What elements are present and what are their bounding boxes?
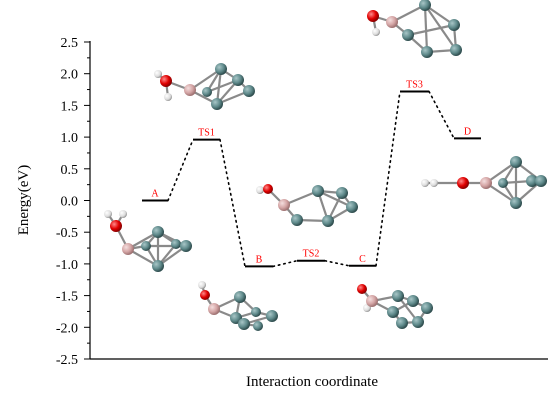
- hydrogen-atom: [421, 179, 429, 187]
- cage-atom: [171, 239, 181, 249]
- y-tick-label: -2.0: [56, 321, 78, 336]
- hydrogen-atom: [154, 70, 162, 78]
- connector-line: [219, 138, 246, 268]
- connector-lines: [167, 90, 455, 268]
- state-label-b: B: [256, 254, 263, 265]
- y-tick-label: -1.5: [56, 290, 78, 305]
- cage-atom: [421, 46, 433, 58]
- cage-atom: [238, 318, 250, 330]
- hydrogen-atom: [198, 281, 206, 289]
- connector-line: [375, 90, 401, 267]
- cage-atom: [396, 317, 408, 329]
- y-tick-label: 2.0: [61, 68, 79, 83]
- molecule-b-illustration: [198, 281, 278, 331]
- molecule-ts1-illustration: [154, 63, 255, 110]
- y-tick-label: -2.5: [56, 353, 78, 368]
- boron-atom: [208, 303, 220, 315]
- state-label-ts1: TS1: [198, 128, 215, 139]
- hydrogen-atom: [104, 210, 112, 218]
- cage-atom: [450, 44, 462, 56]
- cage-atom: [211, 98, 223, 110]
- cage-atom: [141, 241, 151, 251]
- x-axis-title: Interaction coordinate: [246, 374, 378, 390]
- cage-atom: [152, 260, 164, 272]
- cage-atom: [322, 215, 334, 227]
- state-label-c: C: [359, 254, 366, 265]
- cage-atom: [312, 185, 324, 197]
- hydrogen-atom: [372, 28, 380, 36]
- connector-line: [167, 138, 194, 202]
- state-label-ts2: TS2: [303, 249, 320, 260]
- oxygen-atom: [200, 290, 210, 300]
- hydrogen-atom: [256, 186, 264, 194]
- cage-atom: [526, 175, 538, 187]
- cage-atom: [234, 291, 246, 303]
- molecule-c-illustration: [357, 284, 433, 329]
- hydrogen-atom: [430, 179, 438, 187]
- cage-atom: [251, 307, 261, 317]
- boron-atom: [386, 16, 398, 28]
- state-label-ts3: TS3: [406, 79, 423, 90]
- y-tick-label: 1.0: [61, 131, 79, 146]
- connector-line: [428, 90, 455, 140]
- cage-atom: [152, 226, 164, 238]
- y-tick-label: -0.5: [56, 226, 78, 241]
- cage-atom: [266, 310, 278, 322]
- cage-atom: [336, 187, 348, 199]
- cage-atom: [419, 0, 431, 11]
- y-ticks: 2.5 2.0 1.5 1.0 0.5 0.0 -0.5 -1.0 -1.5 -2.0 -2.5: [56, 36, 90, 368]
- cage-atom: [392, 290, 404, 302]
- state-label-a: A: [151, 189, 159, 200]
- hydrogen-atom: [164, 93, 172, 101]
- cage-atom: [412, 316, 424, 328]
- connector-line: [324, 259, 350, 267]
- cage-atom: [232, 74, 244, 86]
- cage-atom: [215, 63, 227, 75]
- hydrogen-atom: [119, 210, 127, 218]
- boron-atom: [278, 199, 290, 211]
- y-axis-title: Energy(eV): [16, 165, 32, 236]
- cage-atom: [510, 197, 522, 209]
- molecule-d-illustration: [421, 156, 547, 209]
- boron-atom: [184, 84, 196, 96]
- cage-atom: [421, 302, 433, 314]
- oxygen-atom: [367, 10, 379, 22]
- cage-atom: [387, 306, 399, 318]
- cage-atom: [180, 240, 192, 252]
- molecule-a-illustration: [104, 210, 192, 272]
- molecule-ts3-illustration: [367, 0, 462, 58]
- boron-atom: [366, 295, 378, 307]
- cage-atom: [291, 214, 303, 226]
- cage-atom: [202, 87, 212, 97]
- y-tick-label: 1.5: [61, 99, 79, 114]
- cage-atom: [346, 201, 358, 213]
- state-label-d: D: [464, 126, 471, 137]
- cage-atom: [498, 178, 508, 188]
- boron-atom: [122, 243, 134, 255]
- boron-atom: [480, 177, 492, 189]
- oxygen-atom: [357, 284, 367, 294]
- cage-atom: [535, 175, 547, 187]
- oxygen-atom: [160, 75, 172, 87]
- y-tick-label: -1.0: [56, 258, 78, 273]
- y-tick-label: 0.5: [61, 163, 79, 178]
- molecule-ts2-illustration: [256, 184, 358, 227]
- energy-levels: [142, 90, 481, 268]
- y-tick-label: 0.0: [61, 195, 79, 210]
- oxygen-atom: [263, 184, 273, 194]
- cage-atom: [407, 295, 419, 307]
- y-tick-label: 2.5: [61, 36, 79, 51]
- cage-atom: [510, 156, 522, 168]
- oxygen-atom: [110, 220, 122, 232]
- cage-atom: [402, 29, 414, 41]
- oxygen-atom: [457, 177, 469, 189]
- cage-atom: [243, 85, 255, 97]
- cage-atom: [253, 321, 263, 331]
- cage-atom: [448, 19, 460, 31]
- connector-line: [272, 259, 298, 268]
